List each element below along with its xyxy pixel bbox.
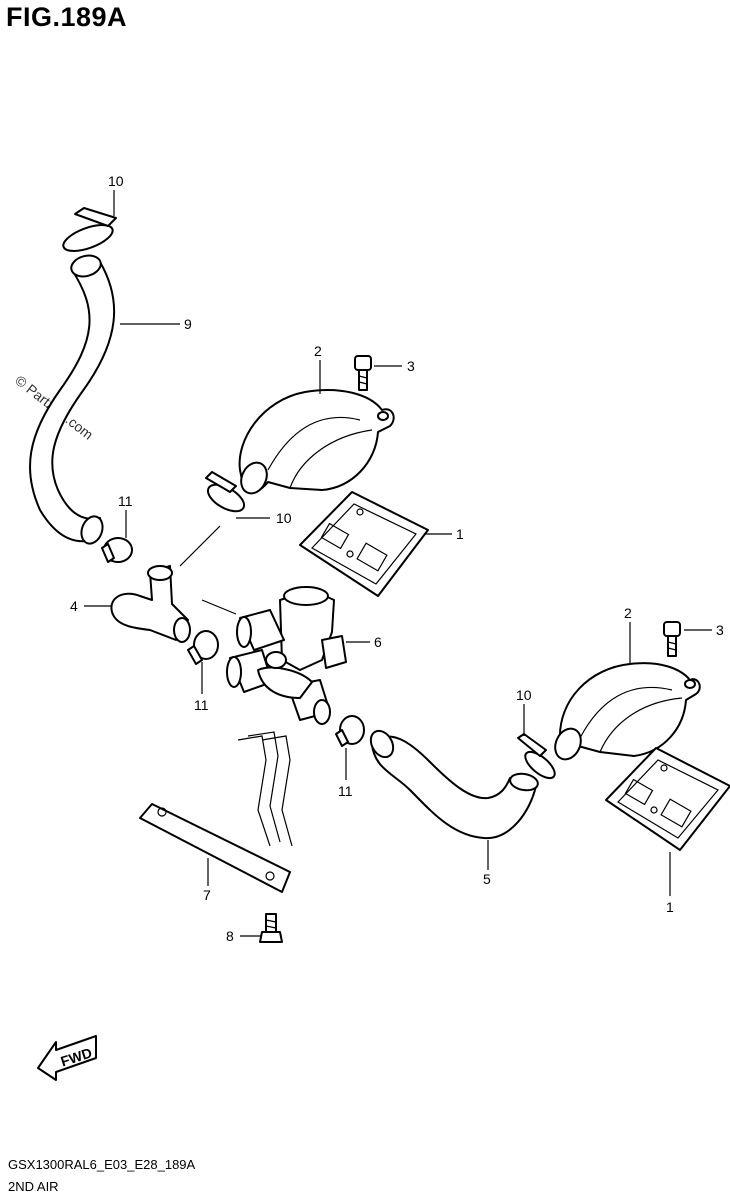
callout-10-mid: 10 <box>276 510 292 526</box>
bolt-3-right[interactable] <box>663 621 681 657</box>
hose-9[interactable] <box>29 252 116 546</box>
leader-lines <box>84 190 712 937</box>
section-name: 2ND AIR <box>8 1179 59 1194</box>
bolt-8[interactable] <box>259 913 283 943</box>
clip-10-top[interactable] <box>60 207 117 256</box>
cover-2-left[interactable] <box>236 389 395 498</box>
callout-2-right: 2 <box>624 605 632 621</box>
clip-10-right[interactable] <box>517 733 559 783</box>
tpipe-4[interactable] <box>110 565 191 643</box>
fwd-arrow-icon: FWD <box>37 1035 97 1081</box>
callout-11-right: 11 <box>338 783 353 799</box>
reed-valve-1-right[interactable] <box>605 747 730 851</box>
callout-4: 4 <box>70 598 78 614</box>
callout-10-top: 10 <box>108 173 124 189</box>
callout-3-right: 3 <box>716 622 724 638</box>
callout-11-left: 11 <box>118 493 133 509</box>
callout-6: 6 <box>374 634 382 650</box>
callout-11-mid: 11 <box>194 697 209 713</box>
bracket-7[interactable] <box>139 731 293 893</box>
figure-title: FIG.189A <box>6 2 128 32</box>
callout-3-left: 3 <box>407 358 415 374</box>
callout-2-left: 2 <box>314 343 322 359</box>
callout-labels: 10 9 2 3 10 11 1 4 6 11 2 3 10 11 7 5 1 … <box>70 173 724 944</box>
callout-1-left: 1 <box>456 526 464 542</box>
clamp-11-left[interactable] <box>101 537 133 563</box>
control-valve-6[interactable] <box>226 586 347 725</box>
clamp-11-mid[interactable] <box>187 630 219 665</box>
bolt-3-left[interactable] <box>354 355 372 391</box>
hose-5[interactable] <box>366 727 539 840</box>
callout-5: 5 <box>483 871 491 887</box>
clamp-11-right[interactable] <box>335 715 365 747</box>
cover-2-right[interactable] <box>550 662 701 763</box>
clip-10-mid[interactable] <box>204 471 249 517</box>
callout-10-right: 10 <box>516 687 532 703</box>
callout-7: 7 <box>203 887 211 903</box>
callout-9: 9 <box>184 316 192 332</box>
model-code: GSX1300RAL6_E03_E28_189A <box>8 1157 196 1172</box>
callout-8: 8 <box>226 928 234 944</box>
reed-valve-1-left[interactable] <box>299 491 429 597</box>
callout-1-right: 1 <box>666 899 674 915</box>
